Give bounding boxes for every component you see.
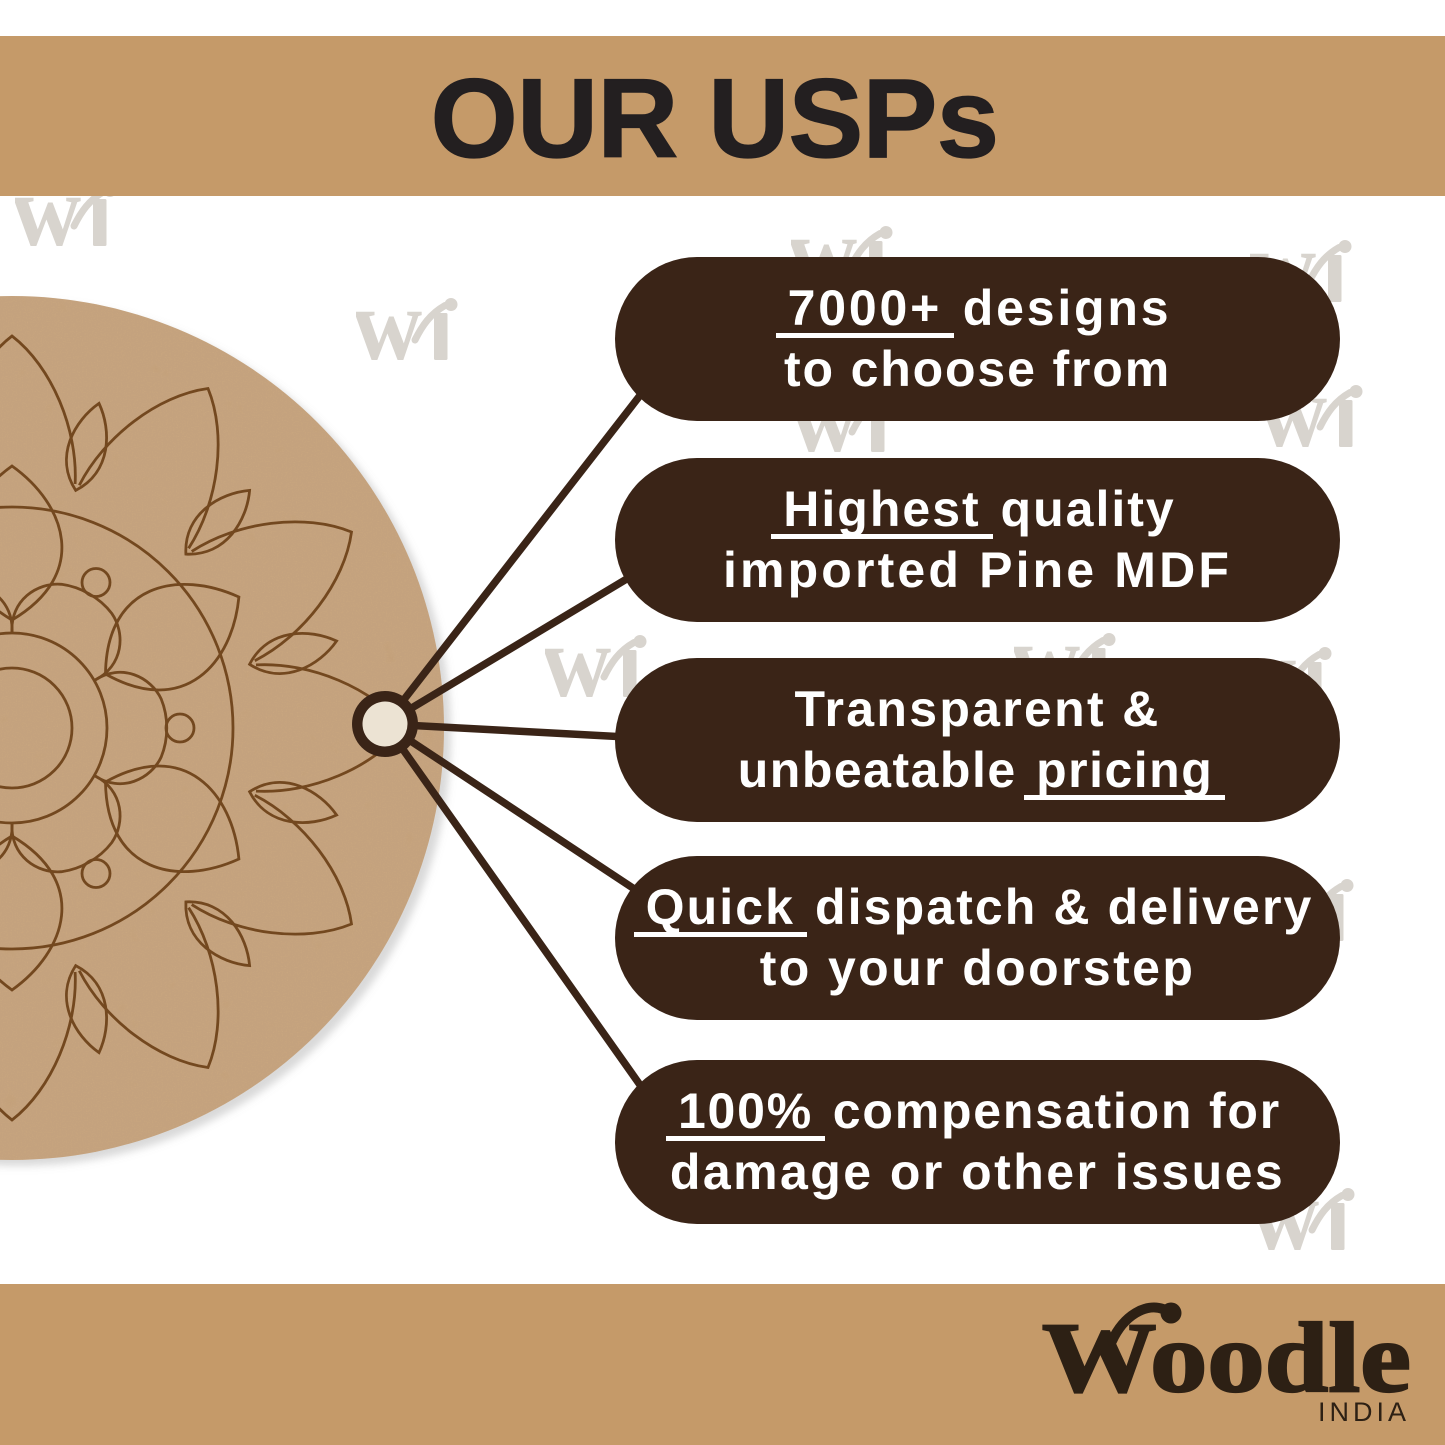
svg-text:w: w (545, 633, 611, 697)
svg-text:INDIA: INDIA (1318, 1397, 1410, 1427)
svg-text:Woodle: Woodle (1042, 1303, 1411, 1414)
svg-text:w: w (356, 296, 422, 360)
